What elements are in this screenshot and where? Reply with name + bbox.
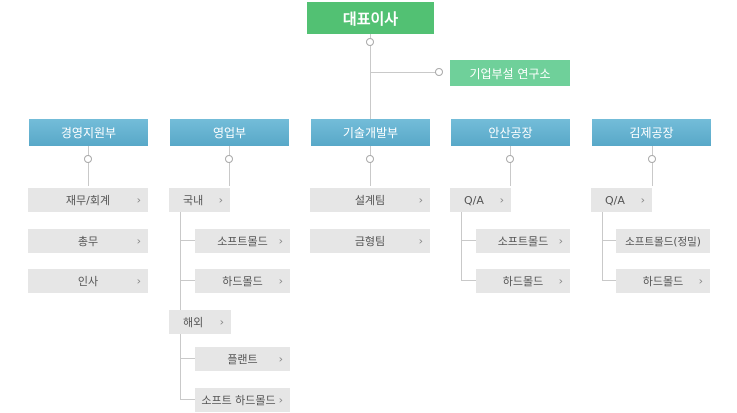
connector-gimje-2 (602, 280, 617, 281)
item-label: 하드몰드 (642, 275, 684, 288)
tech-mold-team[interactable]: 금형팀 › (310, 229, 430, 253)
connector-sales (229, 146, 230, 186)
connector-ansan-tree (461, 212, 462, 280)
root-node-dot (366, 38, 374, 46)
research-connector (370, 72, 436, 73)
chevron-right-icon: › (558, 234, 563, 248)
item-label: 소프트몰드(정밀) (625, 235, 701, 248)
item-label: Q/A (605, 193, 625, 207)
chevron-right-icon: › (640, 193, 645, 207)
sales-domestic-hard-mold[interactable]: 하드몰드 › (195, 269, 290, 293)
ansan-hard-mold[interactable]: 하드몰드 › (476, 269, 570, 293)
dept-sales-dot (225, 155, 233, 163)
connector-sales-overseas-1 (180, 358, 195, 359)
item-label: 소프트 하드몰드 (201, 394, 276, 407)
dept-ansan-label: 안산공장 (488, 126, 533, 140)
ansan-qa[interactable]: Q/A › (450, 188, 511, 212)
management-item-general-affairs[interactable]: 총무 › (28, 229, 148, 253)
dept-tech-label: 기술개발부 (342, 126, 399, 140)
item-label: 하드몰드 (222, 275, 263, 288)
research-node-dot (435, 68, 443, 76)
chevron-right-icon: › (278, 234, 283, 248)
item-label: Q/A (464, 193, 484, 207)
chevron-right-icon: › (136, 234, 141, 248)
chevron-right-icon: › (558, 274, 563, 288)
dept-sales-label: 영업부 (212, 126, 247, 140)
connector-gimje-tree (602, 212, 603, 280)
sales-overseas[interactable]: 해외 › (169, 310, 231, 334)
gimje-soft-mold-precision[interactable]: 소프트몰드(정밀) (616, 229, 710, 253)
chevron-right-icon: › (136, 274, 141, 288)
chevron-right-icon: › (418, 234, 423, 248)
gimje-qa[interactable]: Q/A › (591, 188, 652, 212)
item-label: 인사 (77, 275, 99, 288)
chevron-right-icon: › (136, 193, 141, 207)
management-item-finance[interactable]: 재무/회계 › (28, 188, 148, 212)
dept-tech-dot (366, 155, 374, 163)
dept-management-dot (84, 155, 92, 163)
connector-gimje (652, 146, 653, 186)
connector-sales-tree (180, 212, 181, 400)
root-connector (370, 34, 371, 119)
dept-gimje: 김제공장 (592, 119, 711, 146)
dept-tech: 기술개발부 (311, 119, 430, 146)
connector-tech (370, 146, 371, 186)
item-label: 소프트몰드 (497, 235, 549, 248)
gimje-hard-mold[interactable]: 하드몰드 › (616, 269, 710, 293)
sales-domestic[interactable]: 국내 › (169, 188, 230, 212)
item-label: 재무/회계 (65, 194, 111, 207)
item-label: 총무 (77, 235, 99, 248)
dept-gimje-label: 김제공장 (629, 126, 674, 140)
dept-gimje-dot (648, 155, 656, 163)
connector-ansan-1 (461, 240, 476, 241)
ceo-box: 대표이사 (307, 2, 434, 34)
item-label: 국내 (183, 194, 204, 207)
chevron-right-icon: › (278, 352, 283, 366)
connector-gimje-1 (602, 240, 617, 241)
management-item-hr[interactable]: 인사 › (28, 269, 148, 293)
sales-overseas-plant[interactable]: 플랜트 › (195, 347, 290, 371)
chevron-right-icon: › (499, 193, 504, 207)
dept-sales: 영업부 (170, 119, 289, 146)
sales-overseas-soft-hard-mold[interactable]: 소프트 하드몰드 › (195, 388, 290, 412)
ceo-label: 대표이사 (342, 9, 399, 28)
research-lab-box: 기업부설 연구소 (450, 60, 570, 86)
chevron-right-icon: › (278, 274, 283, 288)
item-label: 설계팀 (354, 194, 386, 207)
item-label: 소프트몰드 (217, 235, 268, 248)
item-label: 하드몰드 (502, 275, 544, 288)
item-label: 금형팀 (354, 235, 386, 248)
dept-management: 경영지원부 (29, 119, 148, 146)
dept-management-label: 경영지원부 (60, 126, 117, 140)
research-lab-label: 기업부설 연구소 (469, 66, 551, 81)
chevron-right-icon: › (698, 274, 703, 288)
dept-ansan: 안산공장 (451, 119, 570, 146)
chevron-right-icon: › (218, 193, 223, 207)
tech-design-team[interactable]: 설계팀 › (310, 188, 430, 212)
connector-sales-domestic-2 (180, 280, 195, 281)
connector-sales-domestic-1 (180, 240, 195, 241)
connector-ansan (510, 146, 511, 186)
connector-management (88, 146, 89, 186)
dept-ansan-dot (506, 155, 514, 163)
item-label: 플랜트 (227, 353, 258, 366)
ansan-soft-mold[interactable]: 소프트몰드 › (476, 229, 570, 253)
chevron-right-icon: › (219, 315, 224, 329)
chevron-right-icon: › (278, 393, 283, 407)
item-label: 해외 (183, 316, 204, 329)
sales-domestic-soft-mold[interactable]: 소프트몰드 › (195, 229, 290, 253)
connector-ansan-2 (461, 280, 476, 281)
chevron-right-icon: › (418, 193, 423, 207)
connector-sales-overseas-2 (180, 399, 195, 400)
